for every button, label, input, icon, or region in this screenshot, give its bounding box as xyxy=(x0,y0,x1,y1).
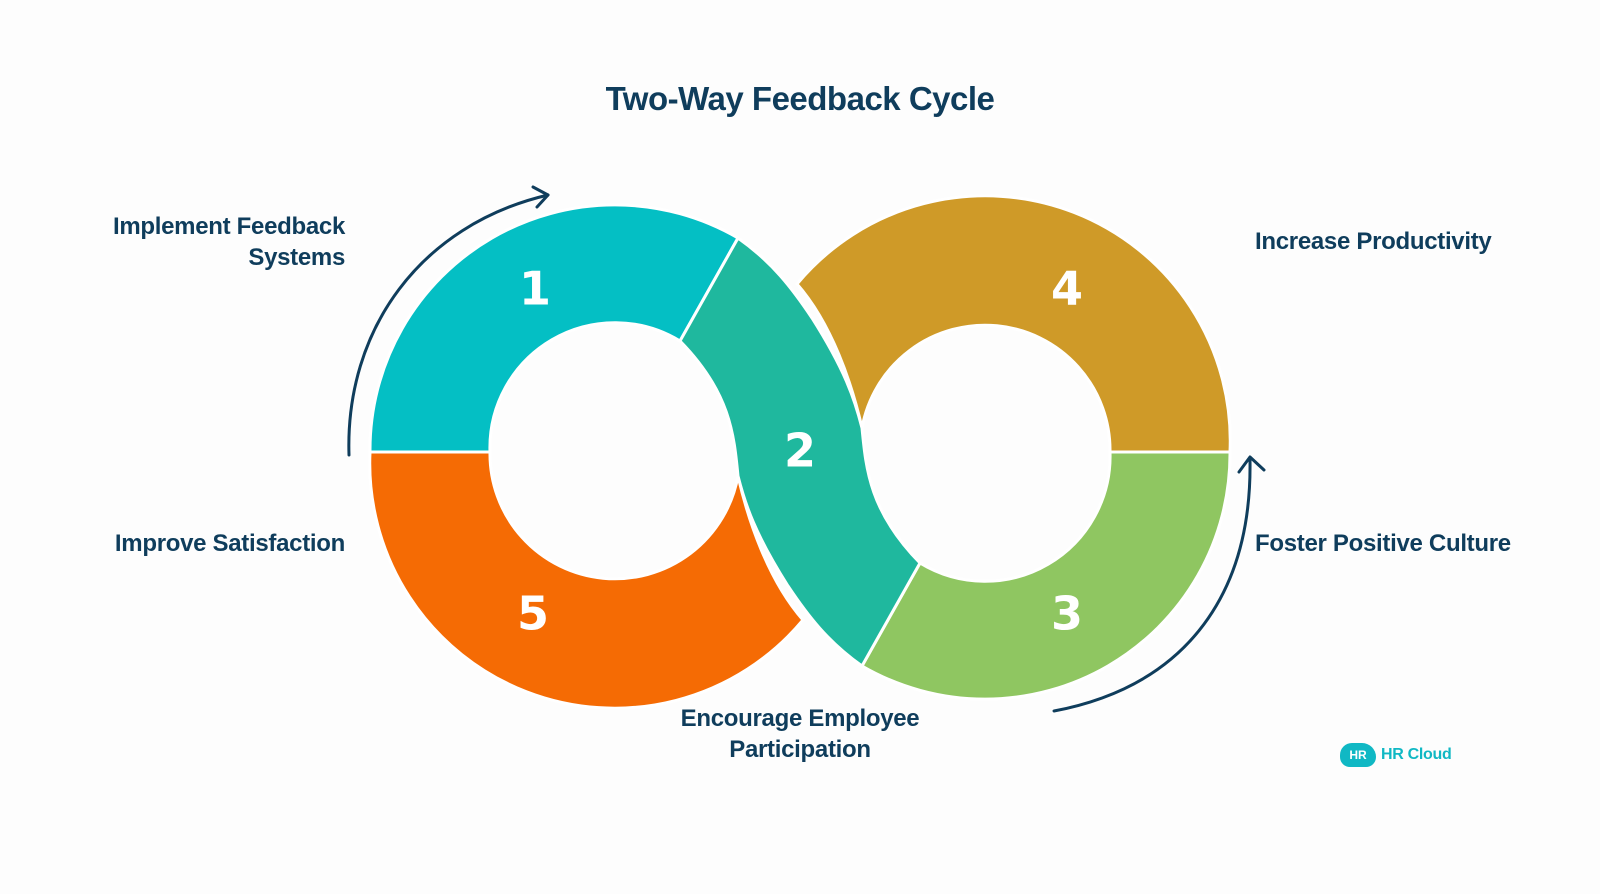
diagram-title: Two-Way Feedback Cycle xyxy=(605,80,995,117)
flow-arrow-right xyxy=(1052,455,1266,713)
label-line: Implement Feedback xyxy=(112,213,345,240)
step-number-4: 4 xyxy=(1051,262,1083,316)
segment-3 xyxy=(860,450,1232,701)
segment-5 xyxy=(368,450,805,710)
label-line: Systems xyxy=(248,244,345,271)
flow-arrow-left xyxy=(347,185,550,457)
segment-2 xyxy=(678,236,922,668)
label-line: Participation xyxy=(729,736,871,763)
step-number-2: 2 xyxy=(784,424,816,478)
logo-badge-text: HR xyxy=(1349,748,1367,762)
label-line: Increase Productivity xyxy=(1255,228,1492,255)
step-label-foster-positive-culture: Foster Positive Culture xyxy=(1255,528,1511,559)
step-label-implement-feedback-systems: Implement Feedback Systems xyxy=(113,211,345,273)
step-label-encourage-employee-participation: Encourage Employee Participation xyxy=(600,703,1000,765)
label-line: Foster Positive Culture xyxy=(1255,530,1511,557)
step-number-5: 5 xyxy=(517,587,549,641)
label-line: Improve Satisfaction xyxy=(114,530,345,557)
label-line: Encourage Employee xyxy=(680,705,920,732)
step-label-improve-satisfaction: Improve Satisfaction xyxy=(115,528,345,559)
logo-wordmark: HR Cloud xyxy=(1381,746,1452,763)
hr-cloud-logo: HR HR Cloud xyxy=(1340,736,1452,770)
segment-4 xyxy=(795,194,1232,454)
cloud-icon: HR xyxy=(1340,736,1376,767)
segment-1 xyxy=(368,203,740,454)
step-label-increase-productivity: Increase Productivity xyxy=(1255,226,1492,257)
step-number-3: 3 xyxy=(1051,587,1083,641)
step-number-1: 1 xyxy=(519,262,551,316)
